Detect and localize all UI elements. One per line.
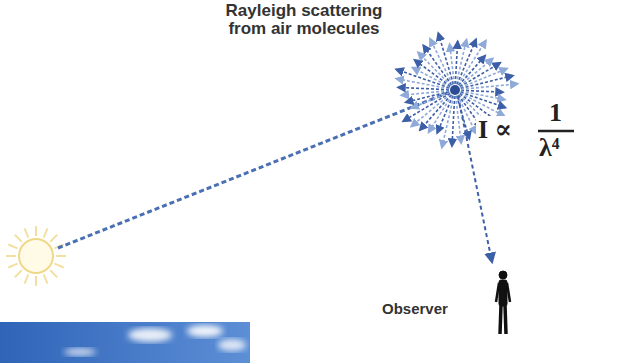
sun-ray — [56, 255, 66, 257]
scatter-arrow — [420, 95, 451, 130]
sun-ray — [50, 235, 57, 242]
scatter-burst — [396, 33, 518, 147]
scatter-arrow — [413, 68, 450, 87]
scatter-arrow — [429, 95, 452, 132]
sky-photo — [0, 322, 250, 363]
sun-ray — [15, 270, 22, 277]
incident-ray — [58, 92, 450, 248]
air-molecule — [450, 85, 460, 95]
scatter-arrow — [460, 93, 504, 116]
diagram-title: Rayleigh scattering from air molecules — [214, 2, 394, 38]
scatter-arrow — [457, 95, 476, 133]
scatter-arrow — [438, 33, 453, 84]
sun-ray — [54, 264, 63, 268]
scatter-arrow — [461, 91, 505, 99]
scatter-arrow — [459, 56, 485, 86]
scatter-arrow — [461, 84, 518, 90]
scatter-arrow — [415, 60, 451, 86]
sun-ray — [44, 228, 48, 237]
sun-ray — [8, 245, 17, 249]
sun-ray — [25, 228, 29, 237]
scatter-arrow — [450, 44, 455, 84]
sun-ray — [8, 264, 17, 268]
observer-label: Observer — [380, 300, 450, 317]
scatter-arrow — [411, 92, 449, 108]
formula-numerator: 1 — [547, 99, 564, 127]
sun — [6, 226, 66, 286]
scatter-arrow — [401, 91, 449, 96]
sun-ray — [35, 226, 37, 236]
fraction-bar — [538, 130, 574, 133]
scatter-arrow — [423, 45, 451, 85]
formula-denominator: λ⁴ — [537, 134, 562, 162]
scatter-arrow — [458, 41, 486, 85]
sun-ray — [15, 235, 22, 242]
sun-disc — [19, 239, 53, 273]
sun-ray — [6, 255, 16, 257]
sun-ray — [35, 276, 37, 286]
scatter-arrow — [403, 93, 450, 121]
sun-ray — [50, 270, 57, 277]
sun-ray — [25, 274, 29, 283]
formula-text: I ∝ — [476, 116, 514, 144]
observer-figure — [496, 271, 510, 334]
sun-ray — [44, 274, 48, 283]
